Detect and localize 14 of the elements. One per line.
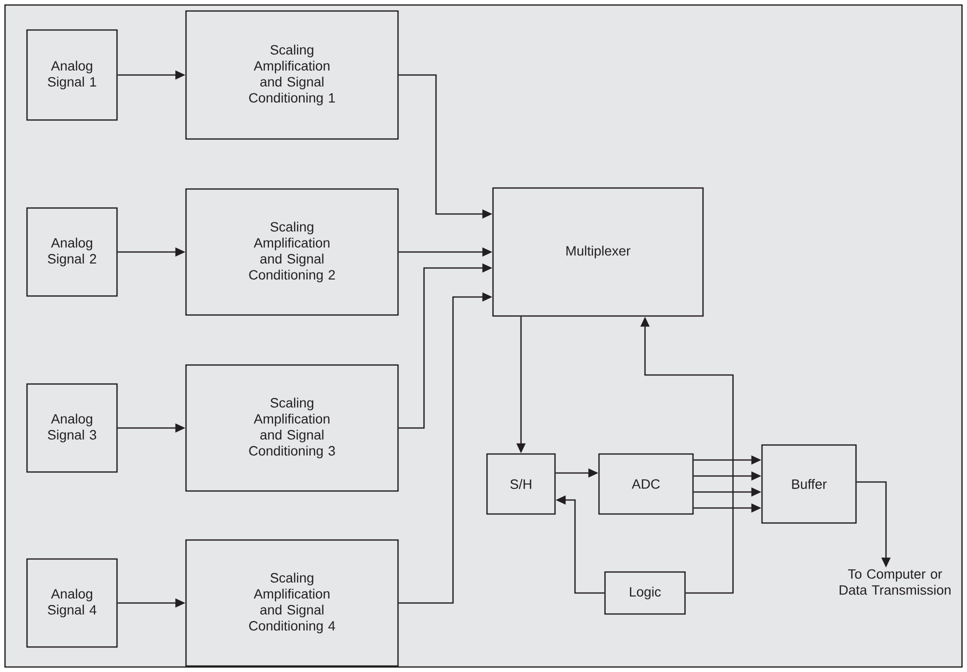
- output-label: To Computer or Data Transmission: [840, 569, 951, 595]
- block-box: Scaling Amplification and Signal Conditioning 2: [185, 188, 399, 316]
- block-box: Buffer: [761, 444, 857, 524]
- block-box: Analog Signal 4: [26, 558, 118, 648]
- block-box: ADC: [598, 453, 694, 515]
- block-box: Analog Signal 2: [26, 207, 118, 297]
- block-box: Analog Signal 3: [26, 383, 118, 473]
- block-box: S/H: [486, 453, 556, 515]
- block-box: Scaling Amplification and Signal Conditioning 1: [185, 10, 399, 140]
- block-box: Scaling Amplification and Signal Conditioning 4: [185, 539, 399, 667]
- block-box: Logic: [604, 571, 686, 615]
- block-box: Multiplexer: [492, 187, 704, 317]
- block-box: Analog Signal 1: [26, 29, 118, 121]
- block-box: Scaling Amplification and Signal Conditioning 3: [185, 364, 399, 492]
